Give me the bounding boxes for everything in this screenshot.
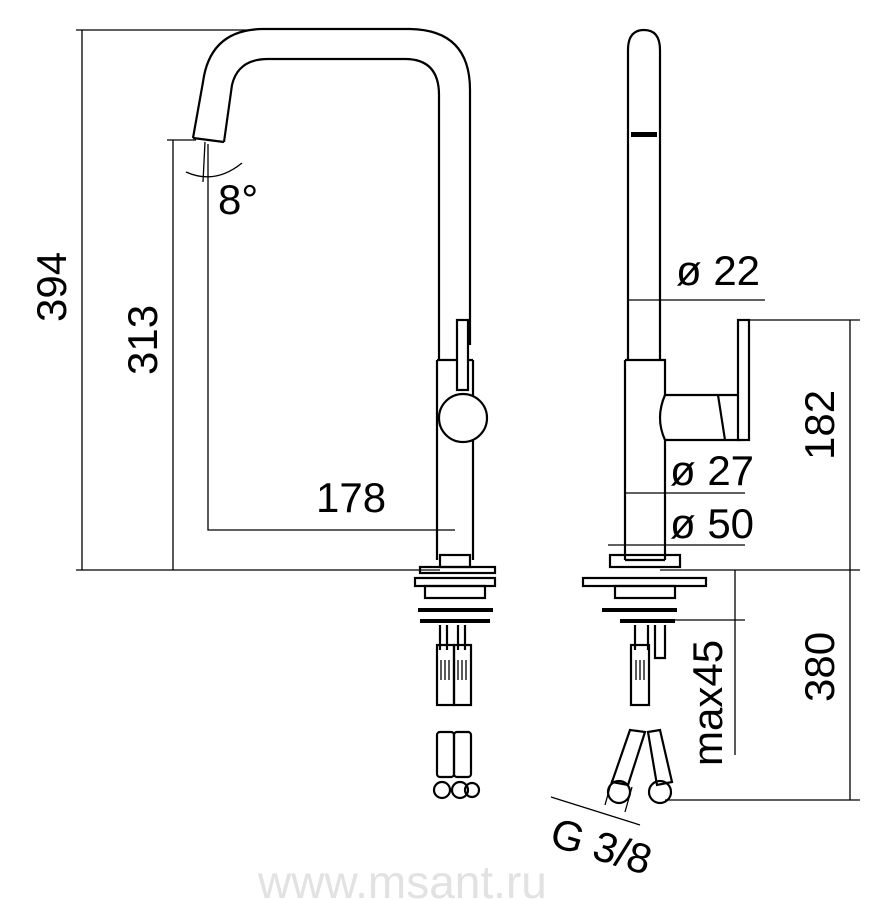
dim-178-label: 178: [316, 474, 386, 521]
stem-mark: [631, 132, 657, 137]
side-view: ø 22 ø 27 ø 50 182 380 max45 G 3/8: [545, 28, 860, 884]
dim-max45-line: [660, 569, 860, 755]
dim-27-label: ø 27: [670, 447, 754, 494]
angle-arc: [185, 141, 243, 183]
dim-50-label: ø 50: [670, 500, 754, 547]
side-lever-handle: [736, 318, 751, 442]
side-base-fittings: [581, 553, 708, 805]
front-view: 394 313 178 8°: [28, 27, 497, 800]
side-lever: [658, 393, 742, 442]
dim-380-label: 380: [796, 632, 843, 702]
dim-313-line: [167, 139, 196, 570]
dim-22-label: ø 22: [676, 247, 760, 294]
thread-label: G 3/8: [545, 809, 657, 884]
dim-182-line: [749, 319, 860, 570]
dim-313-label: 313: [119, 305, 166, 375]
spout-inner: [222, 57, 441, 360]
spout-tip: [192, 136, 225, 144]
dim-178-line: [207, 144, 455, 531]
dim-380-line: [665, 570, 860, 801]
lever: [455, 318, 470, 392]
watermark: www.msant.ru: [257, 856, 547, 900]
dim-max45-label: max45: [684, 640, 731, 766]
front-base-fittings: [413, 553, 497, 800]
dim-394-label: 394: [28, 252, 75, 322]
stem: [626, 28, 662, 360]
lever-knob: [437, 392, 489, 444]
side-body: [623, 358, 667, 562]
dim-182-label: 182: [796, 390, 843, 460]
angle-label: 8°: [218, 176, 258, 223]
dim-394-line: [76, 29, 440, 571]
spout-outer: [191, 27, 472, 345]
